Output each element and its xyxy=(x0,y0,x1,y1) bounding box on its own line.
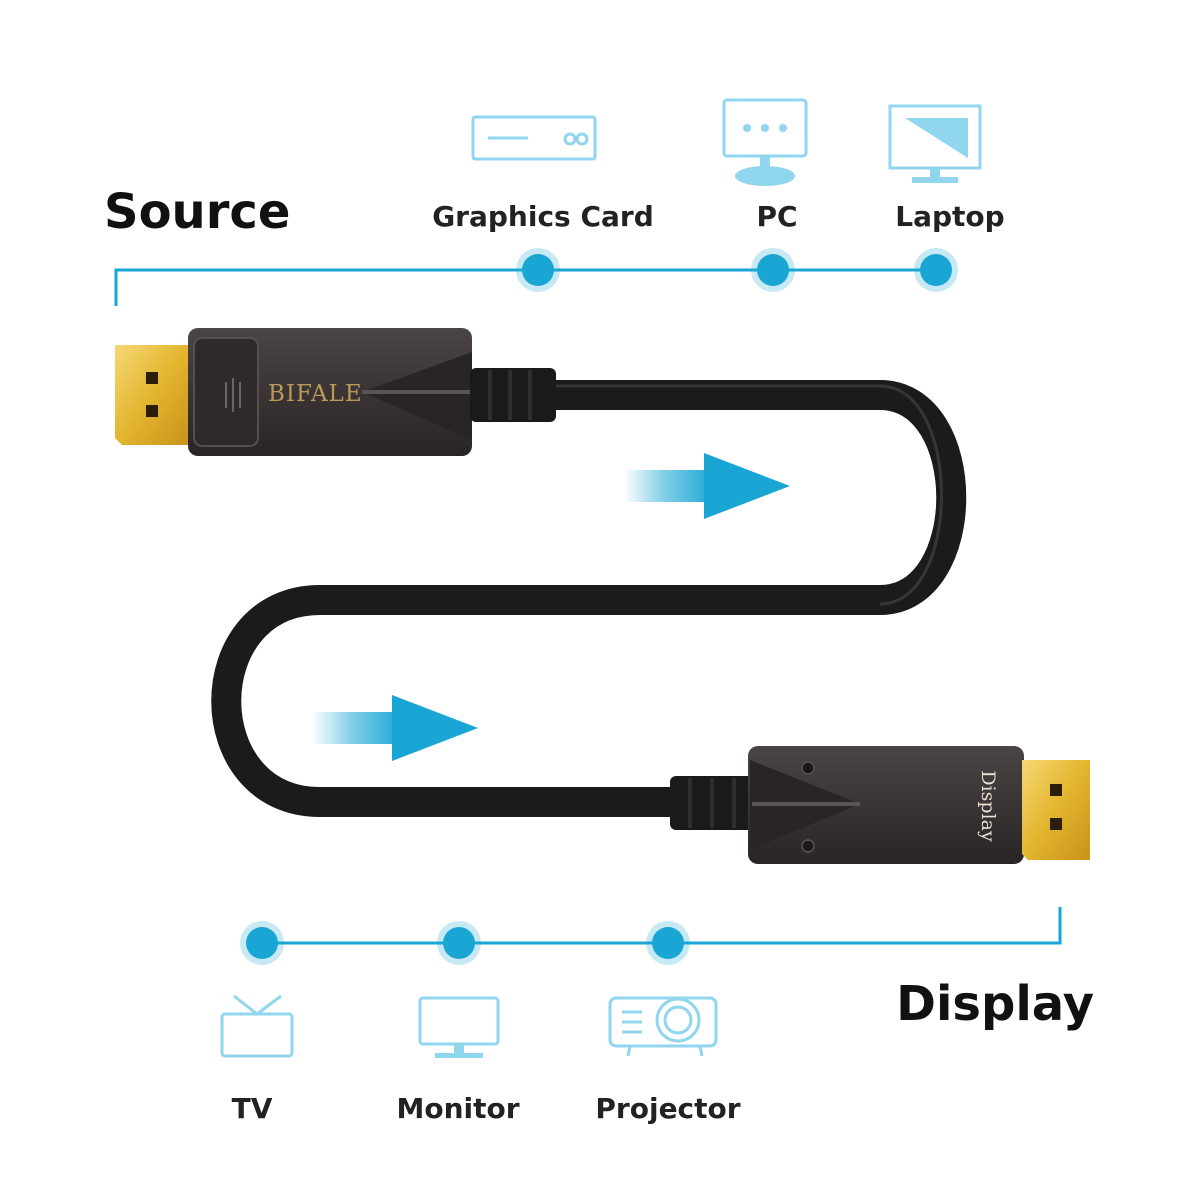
monitor-icon xyxy=(418,996,500,1058)
pc-icon xyxy=(722,98,808,186)
tv-icon xyxy=(220,994,294,1058)
laptop-icon xyxy=(888,104,982,183)
graphics-card-icon xyxy=(471,115,597,161)
source-timeline xyxy=(114,248,958,306)
source-plug: BIFALE xyxy=(115,328,556,456)
display-plug-housing xyxy=(748,746,1024,864)
source-heading: Source xyxy=(104,184,290,240)
source-label-laptop: Laptop xyxy=(895,200,1004,233)
arrow-right-icon-lower xyxy=(312,695,478,761)
source-plug-gold-connector xyxy=(115,345,190,445)
display-plug-label: Display xyxy=(977,770,999,842)
source-plug-strain-relief xyxy=(470,368,556,422)
source-label-graphics-card: Graphics Card xyxy=(432,200,654,233)
arrow-right-icon-upper xyxy=(624,453,790,519)
display-node-tv xyxy=(240,921,284,965)
cable-brand-label: BIFALE xyxy=(268,381,363,407)
source-node-laptop xyxy=(914,248,958,292)
display-node-monitor xyxy=(437,921,481,965)
display-heading: Display xyxy=(896,976,1094,1032)
display-label-monitor: Monitor xyxy=(396,1092,519,1125)
source-node-pc xyxy=(751,248,795,292)
source-label-pc: PC xyxy=(756,200,797,233)
display-timeline xyxy=(240,907,1062,965)
display-node-projector xyxy=(646,921,690,965)
display-plug: Display xyxy=(670,746,1090,864)
display-label-projector: Projector xyxy=(595,1092,740,1125)
source-node-graphics-card xyxy=(516,248,560,292)
cable-wire xyxy=(211,380,967,817)
display-plug-gold-connector xyxy=(1022,760,1090,860)
display-label-tv: TV xyxy=(232,1092,273,1125)
display-plug-strain-relief xyxy=(670,776,760,830)
projector-icon xyxy=(608,996,718,1057)
